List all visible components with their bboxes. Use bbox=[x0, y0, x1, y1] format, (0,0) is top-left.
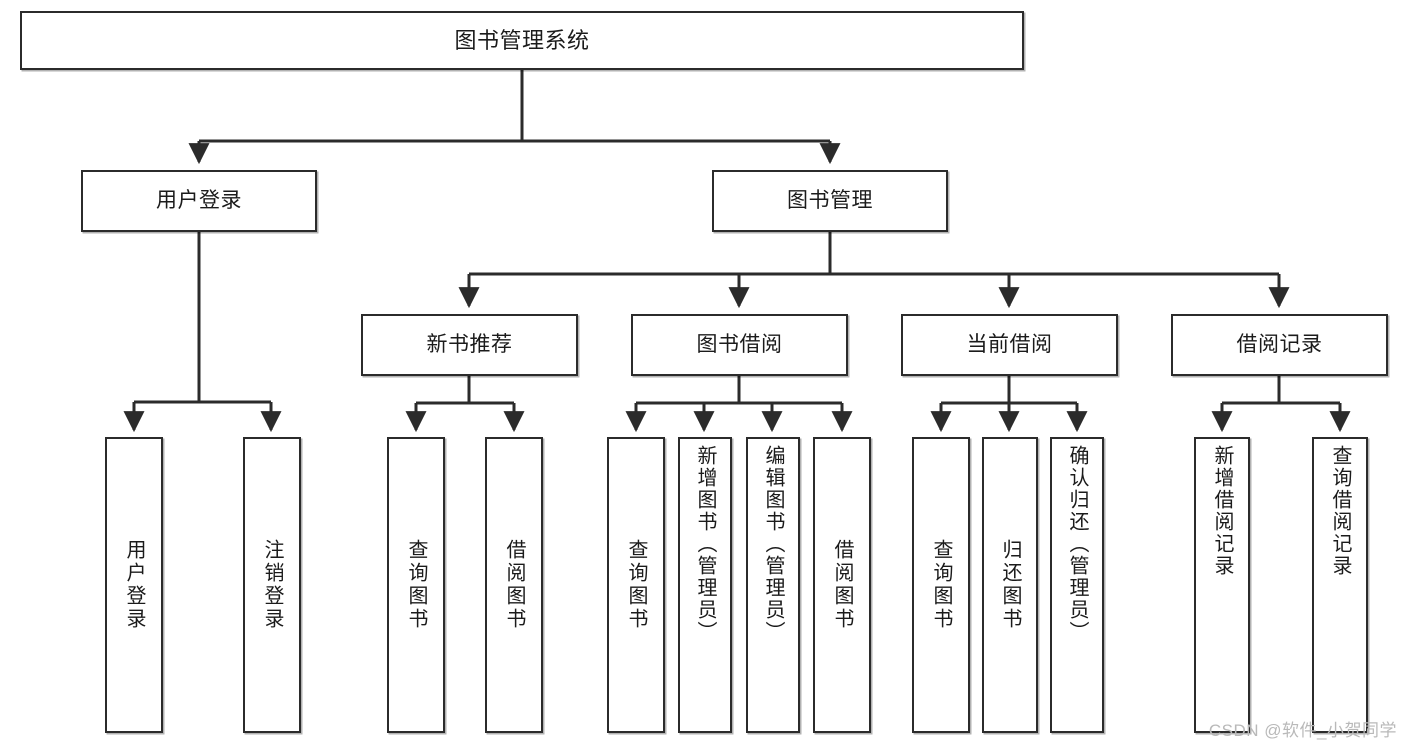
leaf-label: 编辑图书（管理员） bbox=[762, 445, 784, 643]
leaf-logout[interactable]: 注销登录 bbox=[243, 437, 301, 733]
leaf-user-login[interactable]: 用户登录 bbox=[105, 437, 163, 733]
node-book-management[interactable]: 图书管理 bbox=[712, 170, 948, 232]
node-borrow-record[interactable]: 借阅记录 bbox=[1171, 314, 1388, 376]
leaf-return-book[interactable]: 归还图书 bbox=[982, 437, 1038, 733]
node-user-login[interactable]: 用户登录 bbox=[81, 170, 317, 232]
node-label: 图书借阅 bbox=[696, 332, 783, 356]
node-label: 借阅记录 bbox=[1236, 332, 1323, 356]
leaf-confirm-return-admin[interactable]: 确认归还（管理员） bbox=[1050, 437, 1104, 733]
leaf-label: 查询图书 bbox=[405, 539, 427, 631]
leaf-label: 归还图书 bbox=[999, 539, 1021, 631]
node-book-borrow[interactable]: 图书借阅 bbox=[631, 314, 848, 376]
leaf-query-book-recommend[interactable]: 查询图书 bbox=[387, 437, 445, 733]
leaf-add-borrow-record[interactable]: 新增借阅记录 bbox=[1194, 437, 1250, 733]
node-label: 用户登录 bbox=[156, 188, 242, 212]
csdn-watermark: CSDN @软件_小贺同学 bbox=[1208, 721, 1397, 740]
node-label: 图书管理 bbox=[787, 188, 873, 212]
leaf-label: 查询借阅记录 bbox=[1329, 445, 1351, 577]
leaf-query-borrow-record[interactable]: 查询借阅记录 bbox=[1312, 437, 1368, 733]
leaf-label: 注销登录 bbox=[261, 539, 283, 631]
leaf-edit-book-admin[interactable]: 编辑图书（管理员） bbox=[746, 437, 800, 733]
leaf-query-book-borrow[interactable]: 查询图书 bbox=[607, 437, 665, 733]
node-label: 图书管理系统 bbox=[454, 27, 590, 53]
leaf-label: 确认归还（管理员） bbox=[1066, 445, 1088, 643]
leaf-add-book-admin[interactable]: 新增图书（管理员） bbox=[678, 437, 732, 733]
node-current-borrow[interactable]: 当前借阅 bbox=[901, 314, 1118, 376]
node-new-book-recommend[interactable]: 新书推荐 bbox=[361, 314, 578, 376]
leaf-label: 新增借阅记录 bbox=[1211, 445, 1233, 577]
leaf-borrow-book-recommend[interactable]: 借阅图书 bbox=[485, 437, 543, 733]
leaf-label: 查询图书 bbox=[930, 539, 952, 631]
node-label: 新书推荐 bbox=[426, 332, 513, 356]
leaf-label: 用户登录 bbox=[123, 539, 145, 631]
leaf-label: 借阅图书 bbox=[831, 539, 853, 631]
leaf-query-book-current[interactable]: 查询图书 bbox=[912, 437, 970, 733]
leaf-label: 新增图书（管理员） bbox=[694, 445, 716, 643]
leaf-label: 借阅图书 bbox=[503, 539, 525, 631]
node-book-management-system[interactable]: 图书管理系统 bbox=[20, 11, 1024, 70]
leaf-borrow-book[interactable]: 借阅图书 bbox=[813, 437, 871, 733]
leaf-label: 查询图书 bbox=[625, 539, 647, 631]
node-label: 当前借阅 bbox=[966, 332, 1053, 356]
